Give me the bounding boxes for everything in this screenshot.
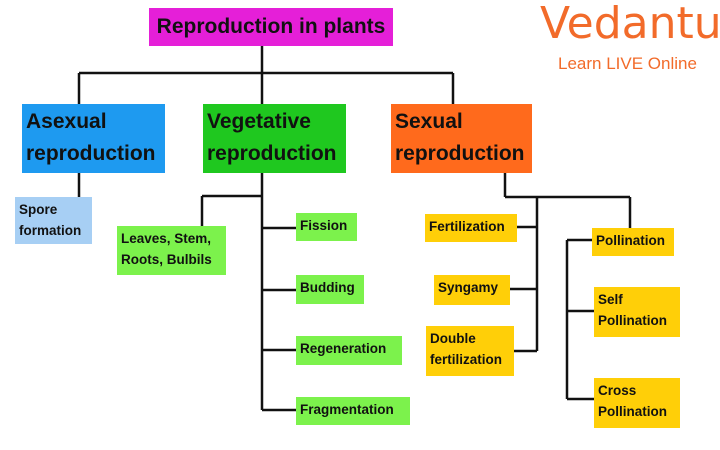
fragmentation-node: Fragmentation [296, 397, 410, 425]
sexual-node: Sexual reproduction [391, 104, 532, 173]
fertilization-node: Fertilization [425, 214, 517, 242]
root-node: Reproduction in plants [149, 8, 393, 46]
asexual-node: Asexual reproduction [22, 104, 165, 173]
regeneration-node: Regeneration [296, 336, 402, 365]
brand-tagline: Learn LIVE Online [558, 54, 697, 73]
brand-name: Vedantu [540, 0, 720, 49]
fission-node: Fission [296, 213, 357, 241]
syngamy-node: Syngamy [434, 275, 510, 305]
double-fertilization-node: Double fertilization [426, 326, 514, 376]
budding-node: Budding [296, 275, 364, 304]
cross-pollination-node: Cross Pollination [594, 378, 680, 428]
leaves-stem-node: Leaves, Stem, Roots, Bulbils [117, 226, 226, 275]
spore-formation-node: Spore formation [15, 197, 92, 244]
brand-logo: Vedantu Learn LIVE Online [540, 0, 720, 80]
self-pollination-node: Self Pollination [594, 287, 680, 337]
pollination-node: Pollination [592, 228, 674, 256]
vegetative-node: Vegetative reproduction [203, 104, 346, 173]
